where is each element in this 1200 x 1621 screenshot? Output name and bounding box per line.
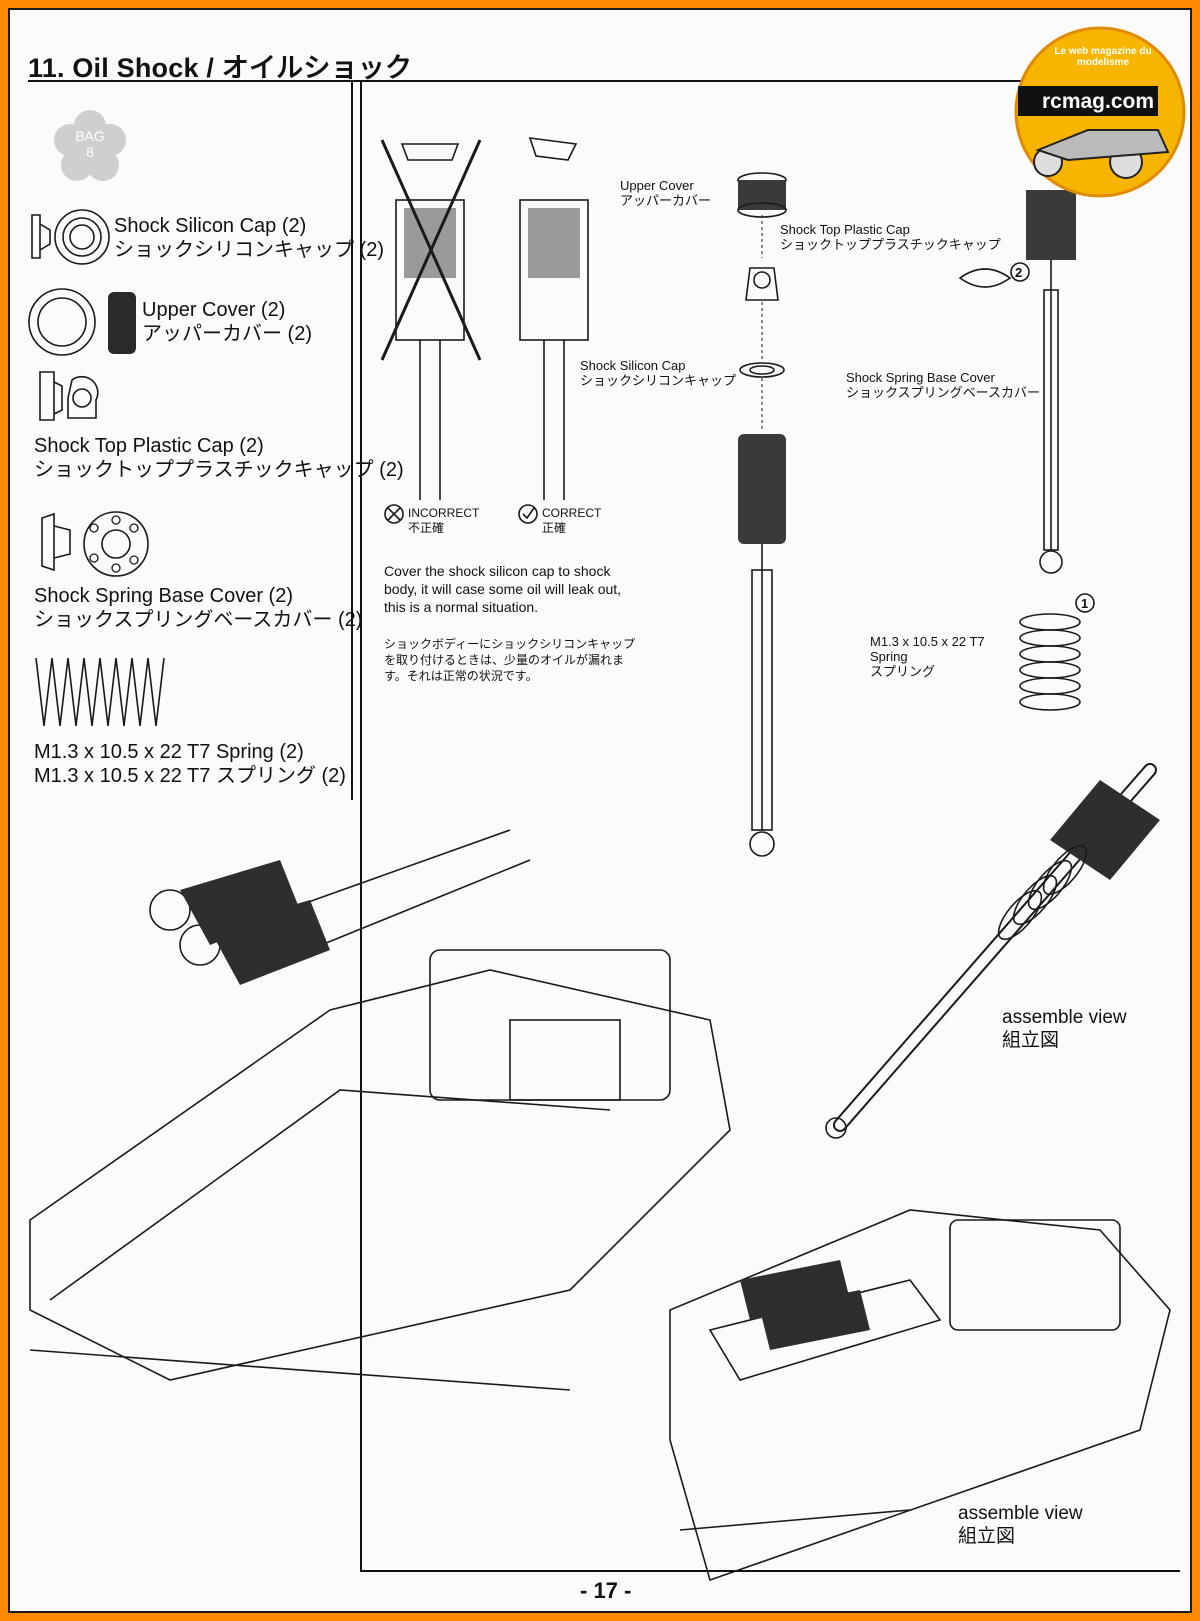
part-upper-cover-label: Upper Cover (2) アッパーカバー (2) [142,298,312,346]
assembled-shocks-drawing [740,1260,870,1350]
part-upper-cover-en: Upper Cover (2) [142,299,286,321]
label-top-cap: Shock Top Plastic Cap ショックトッププラスチックキャップ [780,222,1001,252]
part-spring-en: M1.3 x 10.5 x 22 T7 Spring (2) [34,741,304,763]
label-upper-cover-jp: アッパーカバー [620,193,712,208]
note-en: Cover the shock silicon cap to shock bod… [384,563,622,615]
correct-label: CORRECT 正確 [542,506,601,536]
part-top-cap-jp: ショックトッププラスチックキャップ (2) [34,459,404,481]
part-spring-label: M1.3 x 10.5 x 22 T7 Spring (2) M1.3 x 10… [34,740,346,788]
assembled-shock-drawing [825,763,1160,1139]
label-spring-base-en: Shock Spring Base Cover [846,370,995,385]
shock-pair-drawing [180,860,330,985]
label-spring-size: M1.3 x 10.5 x 22 T7 [870,634,985,649]
assemble-view-2-jp: 組立図 [958,1526,1016,1547]
upper-cover-drawing [28,288,136,356]
label-top-cap-jp: ショックトッププラスチックキャップ [780,237,1001,252]
label-spring-jp: スプリング [870,664,936,679]
part-upper-cover-jp: アッパーカバー (2) [142,323,312,345]
correct-shock-drawing [519,137,589,500]
label-top-cap-en: Shock Top Plastic Cap [780,222,910,237]
exploded-shock-drawing [737,172,787,857]
part-spring-base-jp: ショックスプリングベースカバー (2) [34,609,363,631]
incorrect-en: INCORRECT [408,506,480,520]
incorrect-jp: 不正確 [408,521,445,535]
logo-brand: rcmag.com [1041,90,1155,113]
note-jp: ショックボディーにショックシリコンキャップを取り付けるときは、少量のオイルが漏れ… [384,637,636,683]
label-upper-cover-en: Upper Cover [620,178,694,193]
step-2-marker: 2 [1015,265,1023,280]
bag-badge: BAG 8 [54,110,126,182]
label-spring-en: Spring [870,649,908,664]
spring-drawing [35,657,165,727]
step-1-marker: 1 [1081,596,1089,611]
correct-jp: 正確 [542,521,567,535]
silicon-cap-drawing [31,209,110,265]
title-rule [28,80,1028,82]
bag-number: 8 [86,144,94,160]
incorrect-label: INCORRECT 不正確 [408,506,479,536]
assemble-view-1-en: assemble view [1002,1007,1127,1028]
incorrect-icon [384,504,404,524]
page-number: - 17 - [580,1578,632,1603]
correct-icon [518,504,538,524]
chassis-exploded-drawing [29,829,731,1391]
part-top-cap-en: Shock Top Plastic Cap (2) [34,435,264,457]
correct-en: CORRECT [542,506,602,520]
assembly-panel-border [360,82,362,1570]
incorrect-shock-drawing [380,139,482,500]
assemble-view-label-1: assemble view 組立図 [1002,1006,1127,1052]
parts-column-divider [351,80,353,800]
bag-label: BAG [75,128,105,144]
part-top-cap-label: Shock Top Plastic Cap (2) ショックトッププラスチックキ… [34,434,404,482]
part-spring-jp: M1.3 x 10.5 x 22 T7 スプリング (2) [34,765,346,787]
assemble-view-label-2: assemble view 組立図 [958,1502,1083,1548]
part-spring-base-label: Shock Spring Base Cover (2) ショックスプリングベース… [34,584,362,632]
logo-tagline: Le web magazine du modelisme [1054,46,1152,68]
label-silicon-cap: Shock Silicon Cap ショックシリコンキャップ [580,358,736,388]
part-silicon-cap-label: Shock Silicon Cap (2) ショックシリコンキャップ (2) [114,214,384,262]
manual-page: 11. Oil Shock / オイルショック BAG 8 Shock Sili… [8,8,1192,1613]
label-upper-cover: Upper Cover アッパーカバー [620,178,711,208]
part-silicon-cap-en: Shock Silicon Cap (2) [114,215,307,237]
label-spring: M1.3 x 10.5 x 22 T7 Spring スプリング [870,634,985,679]
part-spring-base-en: Shock Spring Base Cover (2) [34,585,294,607]
top-cap-drawing [39,371,99,421]
technical-drawings [28,137,1171,1582]
page-title: 11. Oil Shock / オイルショック [28,53,413,83]
chassis-assembled-drawing [669,1209,1171,1582]
assemble-view-1-jp: 組立図 [1002,1030,1060,1051]
assembly-panel-bottom-border [360,1570,1180,1572]
assemble-view-2-en: assemble view [958,1503,1083,1524]
part-silicon-cap-jp: ショックシリコンキャップ (2) [114,239,384,261]
label-silicon-cap-jp: ショックシリコンキャップ [580,373,737,388]
rcmag-logo: rcmag.com Le web magazine du modelisme [1008,20,1188,200]
label-spring-base: Shock Spring Base Cover ショックスプリングベースカバー [846,370,1040,400]
label-silicon-cap-en: Shock Silicon Cap [580,358,686,373]
spring-base-drawing [41,511,149,577]
shock-shaft-spring-drawing [958,190,1095,711]
label-spring-base-jp: ショックスプリングベースカバー [846,385,1040,400]
